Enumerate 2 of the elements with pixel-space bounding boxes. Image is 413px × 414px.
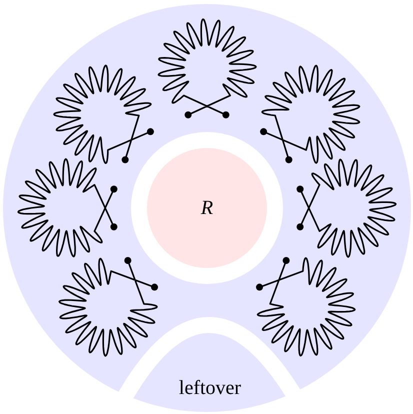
circle-label: R	[200, 196, 214, 220]
region-label: leftover	[178, 376, 242, 400]
